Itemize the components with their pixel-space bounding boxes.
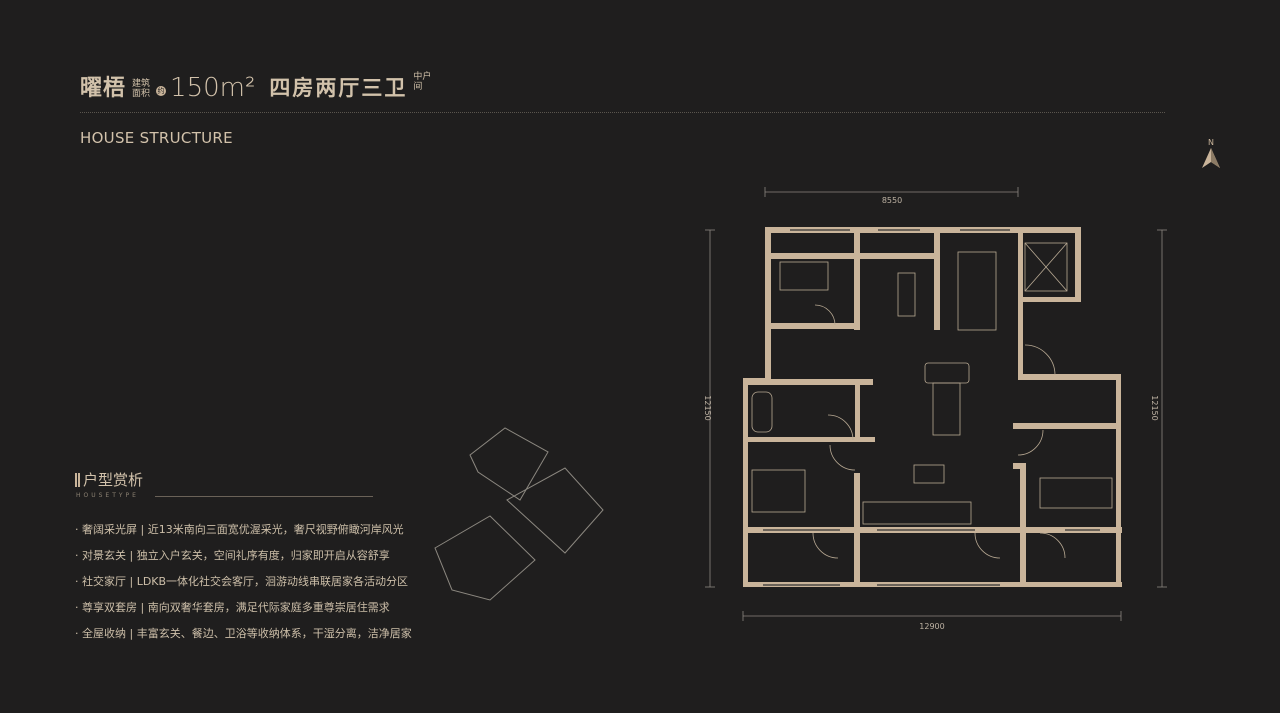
area-value: 150m² xyxy=(170,73,256,103)
kitchen-counter xyxy=(957,251,997,331)
bathtub xyxy=(751,391,773,433)
analysis-heading-text: 户型赏析 xyxy=(83,471,144,489)
position-2: 间 xyxy=(413,82,423,92)
furniture xyxy=(751,242,1113,559)
desk xyxy=(897,272,916,317)
coffee-table xyxy=(913,464,945,484)
site-building-1 xyxy=(469,427,549,501)
site-building-3 xyxy=(434,515,536,601)
page-title: 曜梧 建筑 面积 约 150m² 四房两厅三卫 中户 间 xyxy=(80,70,433,102)
feature-item: · 奢阔采光屏 | 近13米南向三面宽优渥采光，奢尺视野俯瞰河岸风光 xyxy=(75,523,404,536)
bed-1 xyxy=(779,261,829,291)
feature-item: · 对景玄关 | 独立入户玄关，空间礼序有度，归家即开启从容舒享 xyxy=(75,549,390,562)
position-1: 中户 xyxy=(413,72,432,82)
area-prefix-badge: 约 xyxy=(156,86,167,96)
door-swing xyxy=(1024,344,1056,376)
site-building-2 xyxy=(506,467,604,554)
analysis-divider xyxy=(155,496,373,497)
analysis-heading: 户型赏析 xyxy=(75,469,143,490)
sofa xyxy=(862,501,972,525)
dining-bench xyxy=(924,362,970,384)
dining-table xyxy=(932,382,961,436)
heading-bar-icon xyxy=(75,472,80,487)
project-name: 曜梧 xyxy=(80,76,127,101)
feature-item: · 尊享双套房 | 南向双奢华套房，满足代际家庭多重尊崇居住需求 xyxy=(75,601,390,614)
area-label-1: 建筑 xyxy=(132,79,151,89)
feature-item: · 全屋收纳 | 丰富玄关、餐边、卫浴等收纳体系，干湿分离，洁净居家 xyxy=(75,627,412,640)
analysis-subheading: HOUSETYPE xyxy=(76,492,139,499)
bed-3 xyxy=(1039,477,1113,509)
compass: N xyxy=(1198,138,1224,173)
storage-box xyxy=(1024,242,1068,292)
windows xyxy=(763,229,1100,586)
bed-2 xyxy=(751,469,806,513)
north-arrow-icon xyxy=(1202,148,1220,168)
dimension-top: 8550 xyxy=(882,196,902,205)
site-plan xyxy=(434,427,604,601)
dimension-lines xyxy=(705,187,1167,621)
dimension-left: 12150 xyxy=(703,395,712,420)
feature-item: · 社交家厅 | LDKB一体化社交会客厅，洄游动线串联居家各活动分区 xyxy=(75,575,409,588)
unit-position: 中户 间 xyxy=(413,72,431,92)
layout-type: 四房两厅三卫 xyxy=(269,76,408,100)
dimension-bottom: 12900 xyxy=(919,622,944,631)
area-label: 建筑 面积 xyxy=(132,79,150,99)
compass-label: N xyxy=(1208,138,1214,147)
door-swing xyxy=(814,304,836,326)
walls xyxy=(743,227,1122,587)
title-divider xyxy=(80,112,1165,113)
dimension-right: 12150 xyxy=(1150,395,1159,420)
subtitle: HOUSE STRUCTURE xyxy=(80,129,233,147)
area-label-2: 面积 xyxy=(132,89,151,99)
